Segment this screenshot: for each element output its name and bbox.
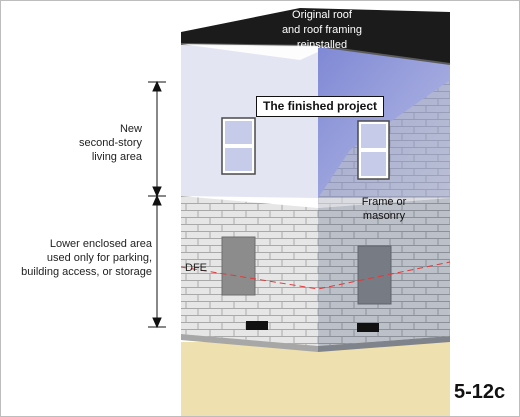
flood-vent-left [246, 321, 268, 330]
lower-opening-right [357, 245, 392, 305]
upper-window-right [357, 120, 390, 180]
dfe-label: DFE [185, 262, 207, 274]
ground [181, 342, 450, 416]
flood-vent-right [357, 323, 379, 332]
roof [181, 8, 450, 64]
lower-opening-left [221, 236, 256, 296]
foundation-right [318, 336, 450, 352]
foundation-left [181, 334, 318, 352]
dimension-upper [148, 80, 166, 198]
dimension-lower [148, 194, 166, 329]
upper-window-left [221, 117, 256, 175]
roof-fascia [181, 44, 318, 60]
figure-number: 5-12c [454, 381, 506, 403]
finished-project-label: The finished project [256, 96, 385, 117]
